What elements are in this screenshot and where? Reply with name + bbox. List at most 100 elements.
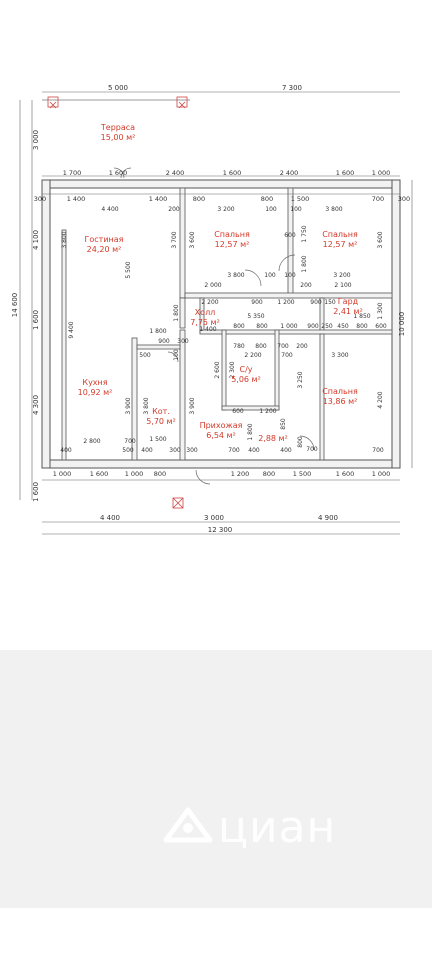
dim-interior: 800 — [233, 323, 245, 330]
dim-interior: 9 400 — [68, 321, 75, 338]
room-name-entry: Прихожая — [200, 421, 243, 430]
dim-interior: 450 — [337, 323, 349, 330]
dim-bottom-row: 1 600 — [90, 470, 109, 478]
room-area-entry: 6,54 м² — [206, 431, 236, 440]
dim-bottom-total: 12 300 — [208, 526, 233, 534]
dim-interior: 1 800 — [247, 423, 254, 440]
dim-bottom-row: 800 — [263, 470, 275, 478]
dim-top-row1: 1 000 — [372, 169, 391, 177]
dim-wall-left: 300 — [34, 195, 46, 203]
room-area-bedroom3: 13,86 м² — [323, 397, 358, 406]
dim-interior: 1 200 — [277, 299, 294, 306]
dim-top-row1: 1 600 — [109, 169, 128, 177]
dim-left-14600: 14 600 — [11, 293, 19, 318]
exterior-walls — [41, 179, 401, 469]
room-area-bedroom2: 12,57 м² — [323, 240, 358, 249]
dim-interior: 700 — [281, 352, 293, 359]
dim-interior: 900 — [158, 338, 170, 345]
dim-interior: 1 400 — [199, 326, 216, 333]
dim-interior: 3 800 — [227, 272, 244, 279]
dim-interior: 100 — [264, 272, 276, 279]
room-name-kitchen: Кухня — [82, 378, 107, 387]
dim-interior: 700 — [277, 343, 289, 350]
room-area-living: 24,20 м² — [87, 245, 122, 254]
dim-bottom-row: 1 500 — [293, 470, 312, 478]
dim-bottom-row: 1 000 — [372, 470, 391, 478]
room-name-hall: Холл — [195, 308, 216, 317]
dim-right-10000: 10 000 — [398, 312, 406, 337]
dim-interior: 1 800 — [173, 304, 180, 321]
dim-interior: 100 — [290, 206, 302, 213]
dim-interior: 400 — [141, 447, 153, 454]
dim-interior: 3 800 — [61, 231, 68, 248]
dim-interior: 100 — [265, 206, 277, 213]
dim-interior: 1 300 — [377, 302, 384, 319]
interior-walls — [61, 187, 393, 461]
dim-bottom-4400: 4 400 — [100, 514, 120, 522]
dim-interior: 2 300 — [229, 361, 236, 378]
dim-left-4100: 4 100 — [32, 230, 40, 250]
room-name-bedroom2: Спальня — [322, 230, 358, 239]
dim-interior: 2 200 — [244, 352, 261, 359]
dim-interior: 700 — [306, 446, 318, 453]
dim-bottom-row: 800 — [154, 470, 166, 478]
dim-interior: 5 500 — [125, 261, 132, 278]
dim-interior: 800 — [356, 323, 368, 330]
terrace-outline — [42, 96, 190, 109]
room-name-boiler: Кот. — [152, 407, 170, 416]
dim-left-3000: 3 000 — [32, 130, 40, 150]
dim-interior: 3 800 — [143, 397, 150, 414]
interior-dimensions: 4 400 3 200 3 800 200 100 100 600 3 800 … — [60, 206, 387, 454]
dim-bottom-3000: 3 000 — [204, 514, 224, 522]
dim-top-row2: 800 — [261, 195, 273, 203]
room-area-bathroom: 5,06 м² — [231, 375, 261, 384]
dim-top-row2: 700 — [372, 195, 384, 203]
dim-interior: 1 000 — [280, 323, 297, 330]
dim-interior: 3 600 — [189, 231, 196, 248]
dim-left-1600b: 1 600 — [32, 482, 40, 502]
dim-interior: 700 — [228, 447, 240, 454]
watermark: циан — [158, 800, 368, 860]
dim-interior: 2 600 — [214, 361, 221, 378]
room-name-bedroom1: Спальня — [214, 230, 250, 239]
dim-interior: 800 — [256, 323, 268, 330]
doors — [113, 167, 315, 485]
dim-interior: 200 — [296, 343, 308, 350]
lower-background — [0, 650, 432, 908]
dim-interior: 3 900 — [189, 397, 196, 414]
room-name-living: Гостиная — [85, 235, 124, 244]
dim-bottom-row: 1 600 — [336, 470, 355, 478]
dim-interior: 3 800 — [325, 206, 342, 213]
dim-interior: 200 — [300, 282, 312, 289]
dim-top-row1: 2 400 — [166, 169, 185, 177]
dim-interior: 200 — [168, 206, 180, 213]
floor-plan: 5 000 7 300 1 700 1 600 2 400 1 600 2 40… — [11, 84, 413, 535]
dimension-lines — [19, 91, 413, 535]
dim-interior: 2 800 — [83, 438, 100, 445]
room-name-wardrobe: Гард — [338, 297, 359, 306]
dim-interior: 250 — [321, 323, 333, 330]
dim-top-row1: 1 700 — [63, 169, 82, 177]
dim-interior: 3 300 — [331, 352, 348, 359]
watermark-text: циан — [218, 802, 337, 853]
dim-interior: 800 — [297, 436, 304, 448]
dim-left-4300: 4 300 — [32, 395, 40, 415]
dim-interior: 2 000 — [204, 282, 221, 289]
dim-interior: 4 200 — [377, 391, 384, 408]
dim-interior: 1 800 — [149, 328, 166, 335]
dim-interior: 780 — [233, 343, 245, 350]
dim-top-row1: 1 600 — [336, 169, 355, 177]
room-labels: Терраса 15,00 м² Гостиная 24,20 м² Спаль… — [78, 123, 363, 443]
dim-interior: 2 100 — [334, 282, 351, 289]
room-area-wardrobe: 2,41 м² — [333, 307, 363, 316]
dim-interior: 1 500 — [149, 436, 166, 443]
dim-bottom-row: 1 000 — [53, 470, 72, 478]
dim-interior: 400 — [60, 447, 72, 454]
dim-interior: 1 800 — [301, 255, 308, 272]
dim-top-row2: 1 500 — [291, 195, 310, 203]
room-area-bedroom1: 12,57 м² — [215, 240, 250, 249]
room-name-terrace: Терраса — [100, 123, 135, 132]
dim-interior: 900 — [251, 299, 263, 306]
floor-plan-area: 5 000 7 300 1 700 1 600 2 400 1 600 2 40… — [11, 84, 413, 535]
dim-interior: 300 — [177, 338, 189, 345]
